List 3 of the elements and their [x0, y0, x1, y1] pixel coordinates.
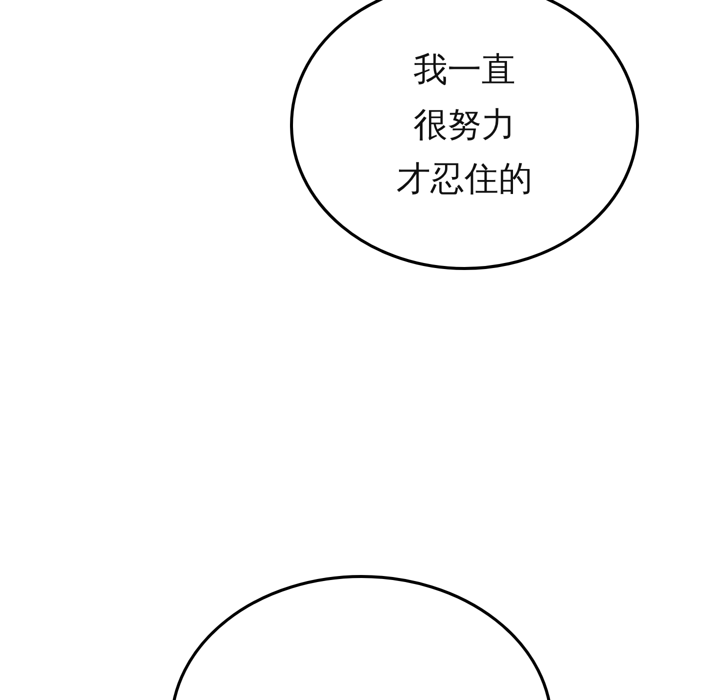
speech-bubble [290, 0, 639, 270]
speech-bubble [170, 575, 553, 700]
dialogue-text: 我一直很努力才忍住的 [396, 49, 532, 202]
